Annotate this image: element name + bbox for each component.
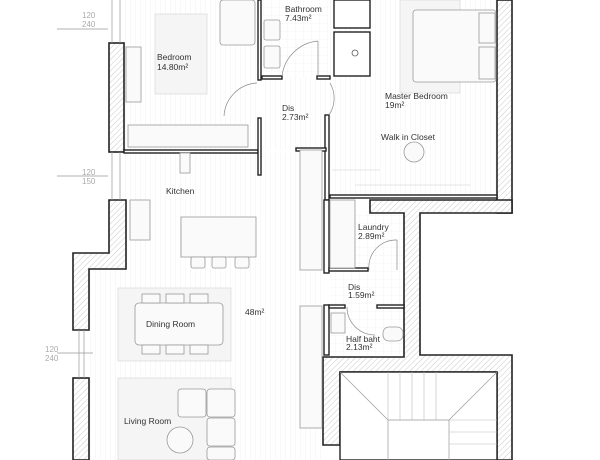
window-3-height: 240 [45, 354, 59, 363]
room-name-dining-room: Dining Room [146, 319, 195, 329]
windows [57, 0, 121, 378]
room-area-bathroom: 7.43m² [285, 13, 312, 23]
walls [72, 0, 513, 460]
open-area-size: 48m² [245, 307, 265, 317]
room-name-walk-in-closet: Walk in Closet [381, 132, 436, 142]
room-area-half-bath: 2.13m² [346, 342, 373, 352]
window-1-width: 120 [82, 11, 96, 20]
room-name-laundry: Laundry [358, 222, 389, 232]
window-3-width: 120 [45, 345, 59, 354]
room-area-laundry: 2.89m² [358, 231, 385, 241]
room-name-bathroom: Bathroom [285, 4, 322, 14]
window-2-height: 150 [82, 177, 96, 186]
room-name-half-bath: Half baht [346, 334, 381, 344]
window-1-height: 240 [82, 20, 96, 29]
room-area-bedroom: 14.80m² [157, 62, 188, 72]
room-name-kitchen: Kitchen [166, 186, 195, 196]
room-labels: Bedroom 14.80m² Bathroom 7.43m² Dis 2.73… [124, 4, 448, 426]
room-name-dis-2: Dis [348, 282, 360, 292]
room-area-dis-2: 1.59m² [348, 290, 375, 300]
window-dimensions: 120 240 120 150 120 240 [45, 11, 96, 363]
window-2-width: 120 [82, 168, 96, 177]
room-name-master-bedroom: Master Bedroom [385, 91, 448, 101]
room-area-dis-1: 2.73m² [282, 112, 309, 122]
room-name-dis-1: Dis [282, 103, 294, 113]
furniture [117, 0, 498, 460]
doors [223, 40, 398, 336]
room-name-living-room: Living Room [124, 416, 171, 426]
room-area-master-bedroom: 19m² [385, 100, 405, 110]
room-name-bedroom: Bedroom [157, 52, 192, 62]
